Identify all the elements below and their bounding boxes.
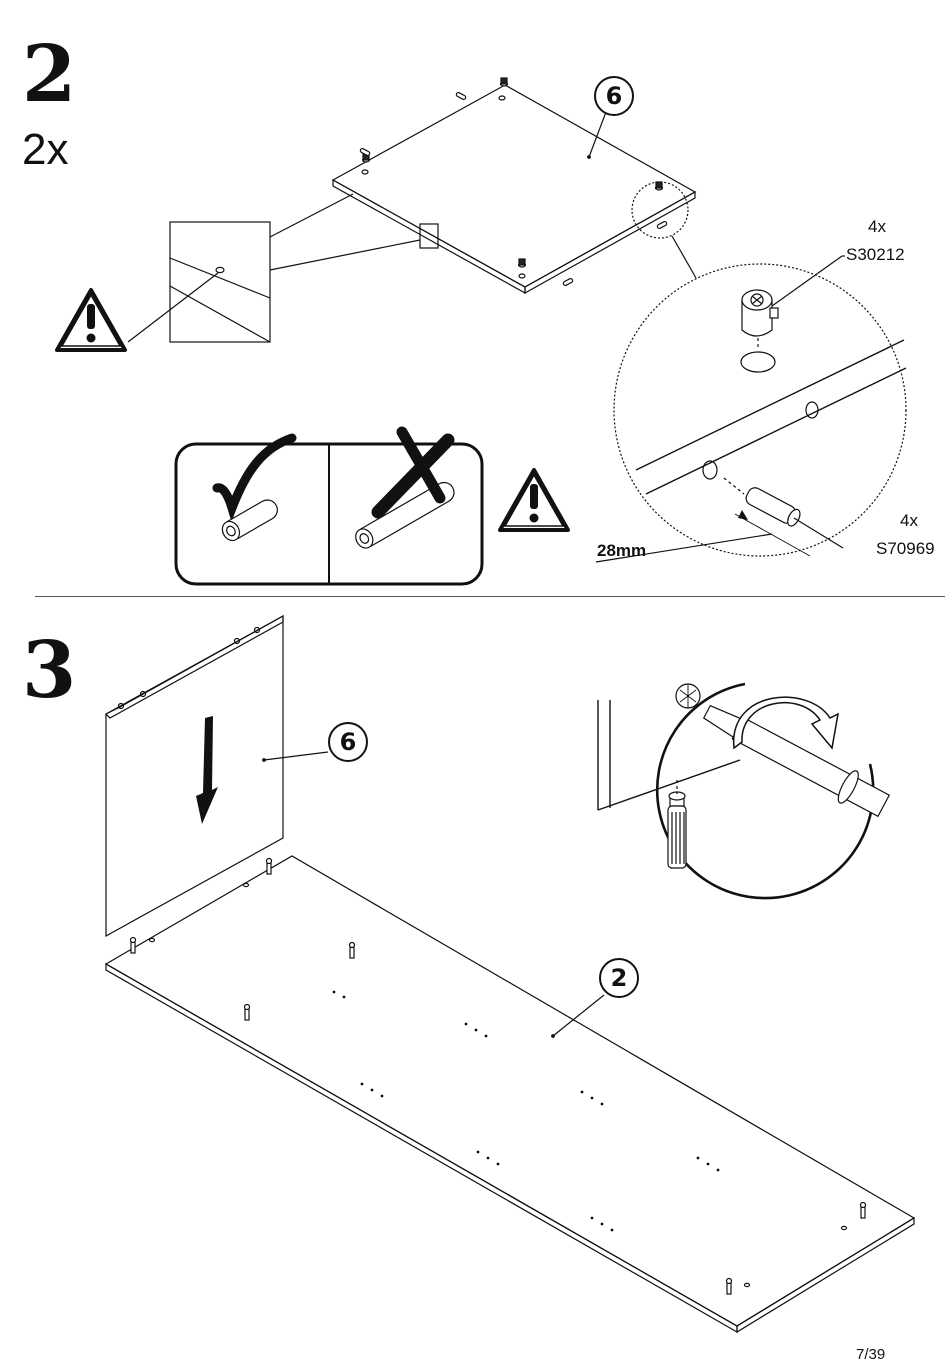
warning-icon-2 (500, 470, 568, 530)
step3-upright-panel (106, 616, 328, 936)
screwdriver-detail (598, 684, 892, 898)
step2-dowels (360, 92, 668, 286)
step3-base-panel (106, 856, 914, 1332)
page-number: 7/39 (856, 1346, 885, 1363)
warning-icon (57, 290, 125, 350)
cam-fitting (741, 256, 842, 372)
step2-panel (333, 85, 695, 293)
checkmark-icon (217, 438, 292, 544)
dowel-code: S70969 (876, 540, 935, 557)
part-callout-6: 6 (594, 76, 634, 116)
cam-fitting-code: S30212 (846, 246, 905, 263)
dowel-qty: 4x (900, 512, 918, 529)
part-callout-6-step3: 6 (328, 722, 368, 762)
detail-magnifier (596, 182, 906, 562)
step2-quantity: 2x (22, 128, 68, 172)
dowel-dimension: 28mm (597, 542, 646, 559)
dowel-check-box (176, 444, 482, 584)
step-divider (35, 596, 945, 597)
step-number-3: 3 (22, 632, 76, 710)
cam-fitting-qty: 4x (868, 218, 886, 235)
bolt-fitting (668, 780, 686, 868)
edge-detail-box (128, 194, 438, 342)
cross-icon (352, 432, 457, 551)
part-callout-2: 2 (599, 958, 639, 998)
step-number-2: 2 (22, 36, 76, 114)
